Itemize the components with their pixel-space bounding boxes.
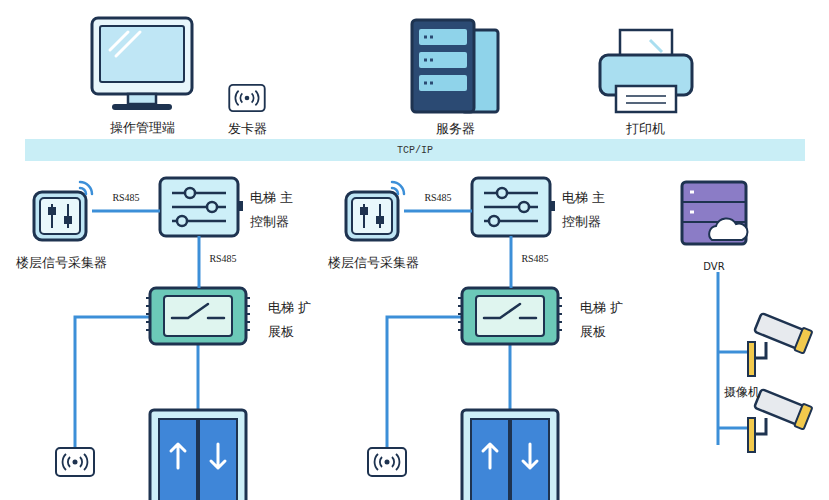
dvr-node: DVR <box>682 182 746 244</box>
monitor-screen <box>100 26 184 82</box>
collector-face <box>40 198 80 234</box>
node-label: 操作管理端 <box>110 120 175 136</box>
printer-node: 打印机 <box>598 30 692 112</box>
camera-mount <box>748 342 755 376</box>
elevator-wire <box>197 344 200 410</box>
dvr-icon <box>682 182 748 244</box>
controller-tab <box>239 201 243 211</box>
printer-icon <box>600 30 692 112</box>
controller-node: 电梯 主控制器 <box>160 178 238 236</box>
camera-arm <box>755 418 766 434</box>
server-node: 服务器 <box>410 20 500 112</box>
camera-icon <box>748 387 812 452</box>
wifi-symbol <box>80 182 92 194</box>
node-label: 楼层信号采集器 <box>328 255 419 271</box>
card-reader-icon <box>229 85 264 111</box>
node-label: 发卡器 <box>228 121 267 137</box>
monitor-stand <box>128 94 156 104</box>
cloud-symbol <box>709 218 747 240</box>
down-arrow <box>211 444 225 468</box>
controller-knob <box>207 202 217 212</box>
slider-knob <box>48 207 56 215</box>
node-label: 电梯 扩展板 <box>268 296 324 344</box>
camera-label: 摄像机 <box>724 384 760 401</box>
server-front <box>412 20 474 112</box>
card-issuer-node: 发卡器 <box>228 84 266 112</box>
computer-node: 操作管理端 <box>92 18 192 110</box>
node-label: 电梯 主控制器 <box>250 186 306 234</box>
monitor-frame <box>92 18 192 94</box>
node-label: 服务器 <box>436 121 475 137</box>
node-label: 打印机 <box>626 121 665 137</box>
collector-node: 楼层信号采集器 <box>342 186 404 242</box>
camera-mount <box>748 418 755 452</box>
network-band: TCP/IP <box>25 139 805 161</box>
edge-label: RS485 <box>209 253 236 264</box>
expansion-board-node: 电梯 扩展板 <box>150 288 246 344</box>
edge-label: RS485 <box>424 192 451 203</box>
elevator-group <box>34 178 250 500</box>
elevator-group <box>346 178 562 500</box>
monitor-icon <box>92 18 192 110</box>
node-label: 楼层信号采集器 <box>16 255 107 271</box>
camera-arm <box>755 342 766 358</box>
elevator-door <box>159 419 197 500</box>
node-label: TCP/IP <box>397 145 433 156</box>
board-face <box>164 296 232 336</box>
controller-knob <box>185 188 195 198</box>
edge-label: RS485 <box>521 253 548 264</box>
expansion-board-node: 电梯 扩展板 <box>462 288 558 344</box>
rs485-line <box>198 236 201 288</box>
card-reader-icon <box>56 448 94 476</box>
board-body <box>150 288 246 344</box>
server-icon <box>412 20 498 112</box>
switch-symbol <box>172 304 224 318</box>
monitor-base <box>112 104 172 110</box>
elevator-door <box>199 419 237 500</box>
dvr-leds <box>690 192 694 212</box>
printer-tray <box>616 86 676 112</box>
node-label: 电梯 扩展板 <box>580 296 636 344</box>
paper-glare <box>650 40 662 52</box>
collector-body <box>34 192 86 240</box>
up-arrow <box>171 444 185 468</box>
controller-knob <box>177 216 187 226</box>
reader-wire <box>75 317 150 447</box>
camera-wire <box>718 272 750 445</box>
edge-label: RS485 <box>112 192 139 203</box>
slider-knob <box>64 216 72 224</box>
screen-glare <box>110 32 140 56</box>
rs485-line <box>92 210 160 213</box>
camera-lens <box>794 328 812 354</box>
elevator-frame <box>150 410 246 500</box>
node-label: 电梯 主控制器 <box>562 186 618 234</box>
rs485-line <box>510 236 513 288</box>
controller-body <box>160 178 238 236</box>
controller-node: 电梯 主控制器 <box>472 178 550 236</box>
server-leds <box>424 37 433 83</box>
camera-icon <box>748 311 812 376</box>
paper-lines <box>626 96 666 103</box>
rs485-line <box>404 210 472 213</box>
node-label: DVR <box>703 259 724 275</box>
collector-node: 楼层信号采集器 <box>30 186 92 242</box>
camera-lens <box>794 404 812 430</box>
